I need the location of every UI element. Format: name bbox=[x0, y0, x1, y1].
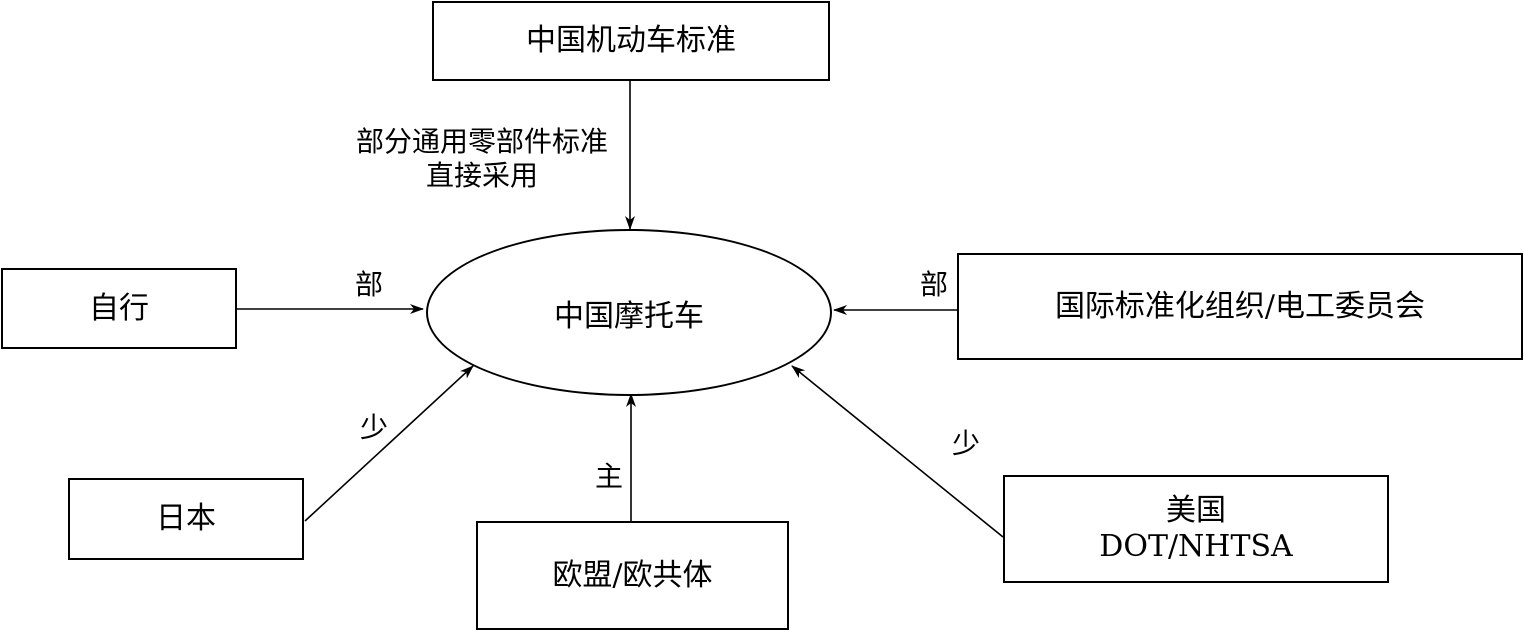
node-label: 日本 bbox=[156, 501, 216, 536]
edge-label-top: 部分通用零部件标准 直接采用 bbox=[330, 125, 634, 192]
edge-label-right: 部 bbox=[920, 268, 949, 301]
node-china-motorcycle: 中国摩托车 bbox=[426, 229, 832, 396]
node-label-line1: 美国 bbox=[1166, 493, 1226, 528]
node-label-line2: DOT/NHTSA bbox=[1099, 529, 1293, 564]
node-eu: 欧盟/欧共体 bbox=[476, 521, 789, 630]
node-label: 中国机动车标准 bbox=[526, 23, 736, 58]
edge-usa-to-center bbox=[791, 365, 1004, 538]
edge-japan-to-center bbox=[304, 365, 474, 522]
node-japan: 日本 bbox=[68, 478, 304, 560]
node-label: 国际标准化组织/电工委员会 bbox=[1054, 288, 1426, 324]
node-usa: 美国 DOT/NHTSA bbox=[1003, 475, 1389, 583]
edge-label-lower-right: 少 bbox=[952, 427, 981, 460]
edge-label-lower-left: 少 bbox=[360, 411, 389, 444]
edge-label-left: 部 bbox=[355, 268, 384, 301]
edge-label-top-line2: 直接采用 bbox=[425, 158, 538, 192]
node-label: 中国摩托车 bbox=[554, 298, 704, 334]
node-label: 欧盟/欧共体 bbox=[552, 557, 713, 593]
edge-label-bottom: 主 bbox=[595, 460, 624, 493]
node-china-motor-vehicle-standard: 中国机动车标准 bbox=[432, 1, 830, 81]
node-label: 自行 bbox=[89, 290, 149, 326]
node-bicycle: 自行 bbox=[1, 268, 237, 349]
edge-label-top-line1: 部分通用零部件标准 bbox=[355, 125, 608, 158]
node-iso-iec: 国际标准化组织/电工委员会 bbox=[957, 253, 1523, 360]
